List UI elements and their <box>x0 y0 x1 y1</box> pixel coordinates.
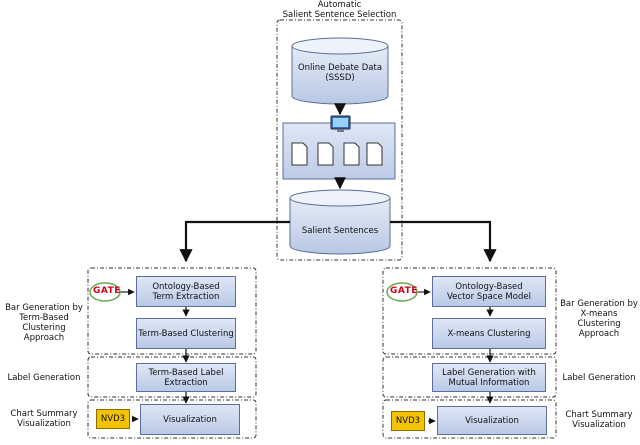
left-label-extraction-node: Term-Based Label Extraction <box>136 363 236 392</box>
right-bar-frame <box>382 267 557 355</box>
right-step3-line2: Mutual Information <box>448 377 530 388</box>
source-database-label-line1: Online Debate Data <box>297 63 383 73</box>
right-vector-space-model-node: Ontology-Based Vector Space Model <box>432 276 546 307</box>
right-chart-summary-label: Chart Summary Visualization <box>558 410 640 430</box>
right-step1-line2: Vector Space Model <box>447 291 531 302</box>
split-arrow-left <box>179 220 290 263</box>
monitor-icon <box>330 115 351 132</box>
left-chart-frame <box>87 399 257 439</box>
left-bar-generation-label: Bar Generation by Term-Based Clustering … <box>2 303 86 343</box>
right-label-generation-node: Label Generation with Mutual Information <box>432 363 546 392</box>
gate-logo-swirl-left <box>89 282 121 302</box>
top-group-title-line2: Salient Sentence Selection <box>282 10 397 20</box>
document-icons <box>291 142 383 166</box>
right-bar-generation-label: Bar Generation by X-means Clustering App… <box>558 299 640 339</box>
left-bar-frame <box>87 267 257 355</box>
right-step3-line1: Label Generation with <box>442 367 536 378</box>
gate-logo-right: GATE <box>390 286 418 296</box>
split-arrow-right <box>390 220 497 263</box>
left-bar-label-line2: Term-Based <box>19 313 69 323</box>
left-bar-label-line3: Clustering Approach <box>22 323 66 343</box>
right-chart-frame <box>382 399 557 439</box>
salient-database <box>289 189 391 255</box>
right-step1-line1: Ontology-Based <box>455 281 523 292</box>
left-term-clustering-node: Term-Based Clustering <box>136 318 236 349</box>
left-visualization-node: Visualization <box>140 404 240 435</box>
left-bar-label-line1: Bar Generation by <box>5 303 83 313</box>
right-xmeans-clustering-node: X-means Clustering <box>432 318 546 349</box>
top-group-title: Automatic Salient Sentence Selection <box>277 0 402 20</box>
top-group-frame <box>276 19 403 261</box>
left-step1-line1: Ontology-Based <box>152 281 220 292</box>
left-label-generation-label: Label Generation <box>7 373 81 383</box>
right-label-generation-label: Label Generation <box>562 373 636 383</box>
gate-logo-left: GATE <box>93 286 121 296</box>
nvd3-logo-right: NVD3 <box>391 411 425 431</box>
right-chart-label-line2: Visualization <box>572 420 626 430</box>
gate-logo-swirl-right <box>386 282 418 302</box>
nvd3-logo-left: NVD3 <box>96 409 130 429</box>
right-bar-label-line3: Approach <box>578 329 620 339</box>
right-label-frame <box>382 356 557 398</box>
left-ontology-term-extraction-node: Ontology-Based Term Extraction <box>136 276 236 307</box>
left-chart-summary-label: Chart Summary Visualization <box>2 409 86 429</box>
right-chart-label-line1: Chart Summary <box>565 410 633 420</box>
left-label-frame <box>87 356 257 398</box>
source-database <box>291 37 389 105</box>
right-visualization-node: Visualization <box>437 406 547 435</box>
right-bar-label-line1: Bar Generation by <box>560 299 638 309</box>
top-group-title-line1: Automatic <box>317 0 362 10</box>
left-step3-line1: Term-Based Label <box>148 367 224 378</box>
left-chart-label-line2: Visualization <box>17 419 71 429</box>
source-database-label-line2: (SSSD) <box>325 73 355 83</box>
left-step3-line2: Extraction <box>164 377 208 388</box>
left-step1-line2: Term Extraction <box>152 291 220 302</box>
salient-database-label: Salient Sentences <box>301 226 379 236</box>
left-chart-label-line1: Chart Summary <box>10 409 78 419</box>
right-bar-label-line2: X-means Clustering <box>577 309 621 329</box>
source-database-label: Online Debate Data (SSSD) <box>292 63 388 83</box>
